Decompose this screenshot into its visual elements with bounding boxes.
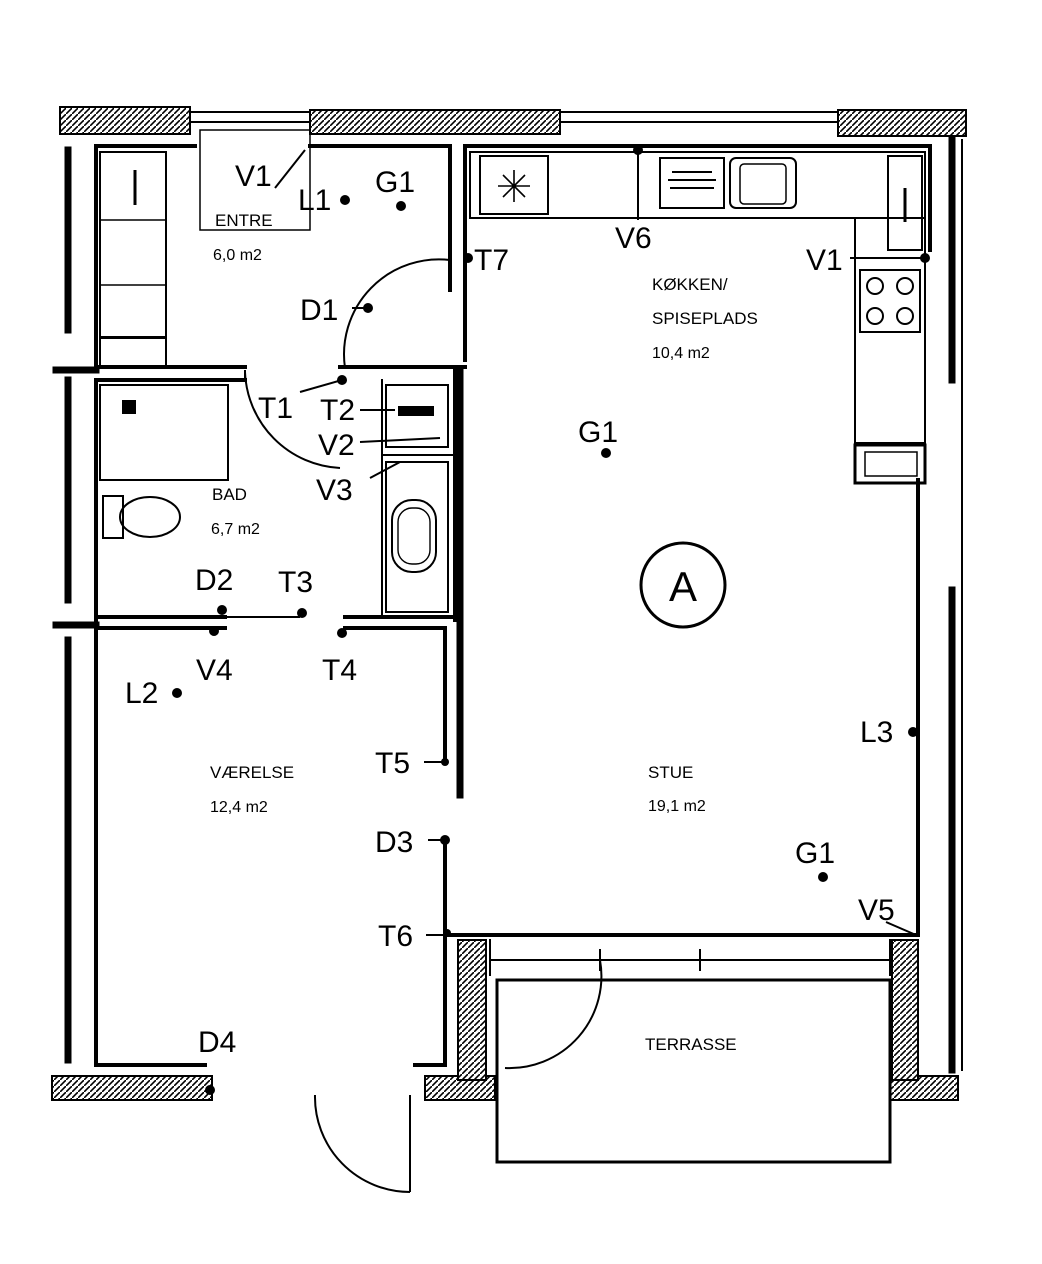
code-v3: V3 <box>316 474 353 507</box>
code-d1: D1 <box>300 294 338 327</box>
code-v5: V5 <box>858 894 895 927</box>
room-name-stue: STUE <box>648 763 693 782</box>
room-name-terrasse: TERRASSE <box>645 1035 737 1054</box>
room-labels: ENTRE 6,0 m2 KØKKEN/ SPISEPLADS 10,4 m2 … <box>210 211 758 1054</box>
room-name-vaerelse: VÆRELSE <box>210 763 294 782</box>
room-name-bad: BAD <box>212 485 247 504</box>
code-t3: T3 <box>278 566 313 599</box>
room-area-stue: 19,1 m2 <box>648 798 706 815</box>
electrical-markers <box>170 145 930 1095</box>
code-t6: T6 <box>378 920 413 953</box>
code-v4: V4 <box>196 654 233 687</box>
code-l1: L1 <box>298 184 331 217</box>
code-v1-kitchen: V1 <box>806 244 843 277</box>
marker-letter: A <box>669 563 697 610</box>
exterior-walls <box>51 106 967 1101</box>
code-d2: D2 <box>195 564 233 597</box>
code-t4: T4 <box>322 654 357 687</box>
room-name-kokken-line2: SPISEPLADS <box>652 309 758 328</box>
code-v6: V6 <box>615 222 652 255</box>
code-t5: T5 <box>375 747 410 780</box>
code-g1-stue: G1 <box>795 837 835 870</box>
code-labels: V1 L1 G1 D1 T7 V6 V1 T1 T2 V2 V3 G1 D2 T… <box>125 160 895 1059</box>
kitchen-counter <box>469 151 927 485</box>
entre-closet <box>99 129 311 367</box>
code-d3: D3 <box>375 826 413 859</box>
code-v1-entre: V1 <box>235 160 272 193</box>
room-area-bad: 6,7 m2 <box>211 521 260 538</box>
code-t7: T7 <box>474 244 509 277</box>
room-area-vaerelse: 12,4 m2 <box>210 799 268 816</box>
room-area-kokken: 10,4 m2 <box>652 345 710 362</box>
code-g1-entre: G1 <box>375 166 415 199</box>
code-t1: T1 <box>258 392 293 425</box>
code-d4: D4 <box>198 1026 236 1059</box>
bathroom-fixtures <box>99 384 449 613</box>
code-l3: L3 <box>860 716 893 749</box>
section-marker: A <box>639 541 727 629</box>
room-name-kokken-line1: KØKKEN/ <box>652 275 728 294</box>
interior-walls <box>52 144 932 1164</box>
room-name-entre: ENTRE <box>215 211 273 230</box>
code-v2: V2 <box>318 429 355 462</box>
code-g1-kitchen: G1 <box>578 416 618 449</box>
code-t2: T2 <box>320 394 355 427</box>
room-area-entre: 6,0 m2 <box>213 247 262 264</box>
code-l2: L2 <box>125 677 158 710</box>
door-swings <box>244 258 603 1193</box>
